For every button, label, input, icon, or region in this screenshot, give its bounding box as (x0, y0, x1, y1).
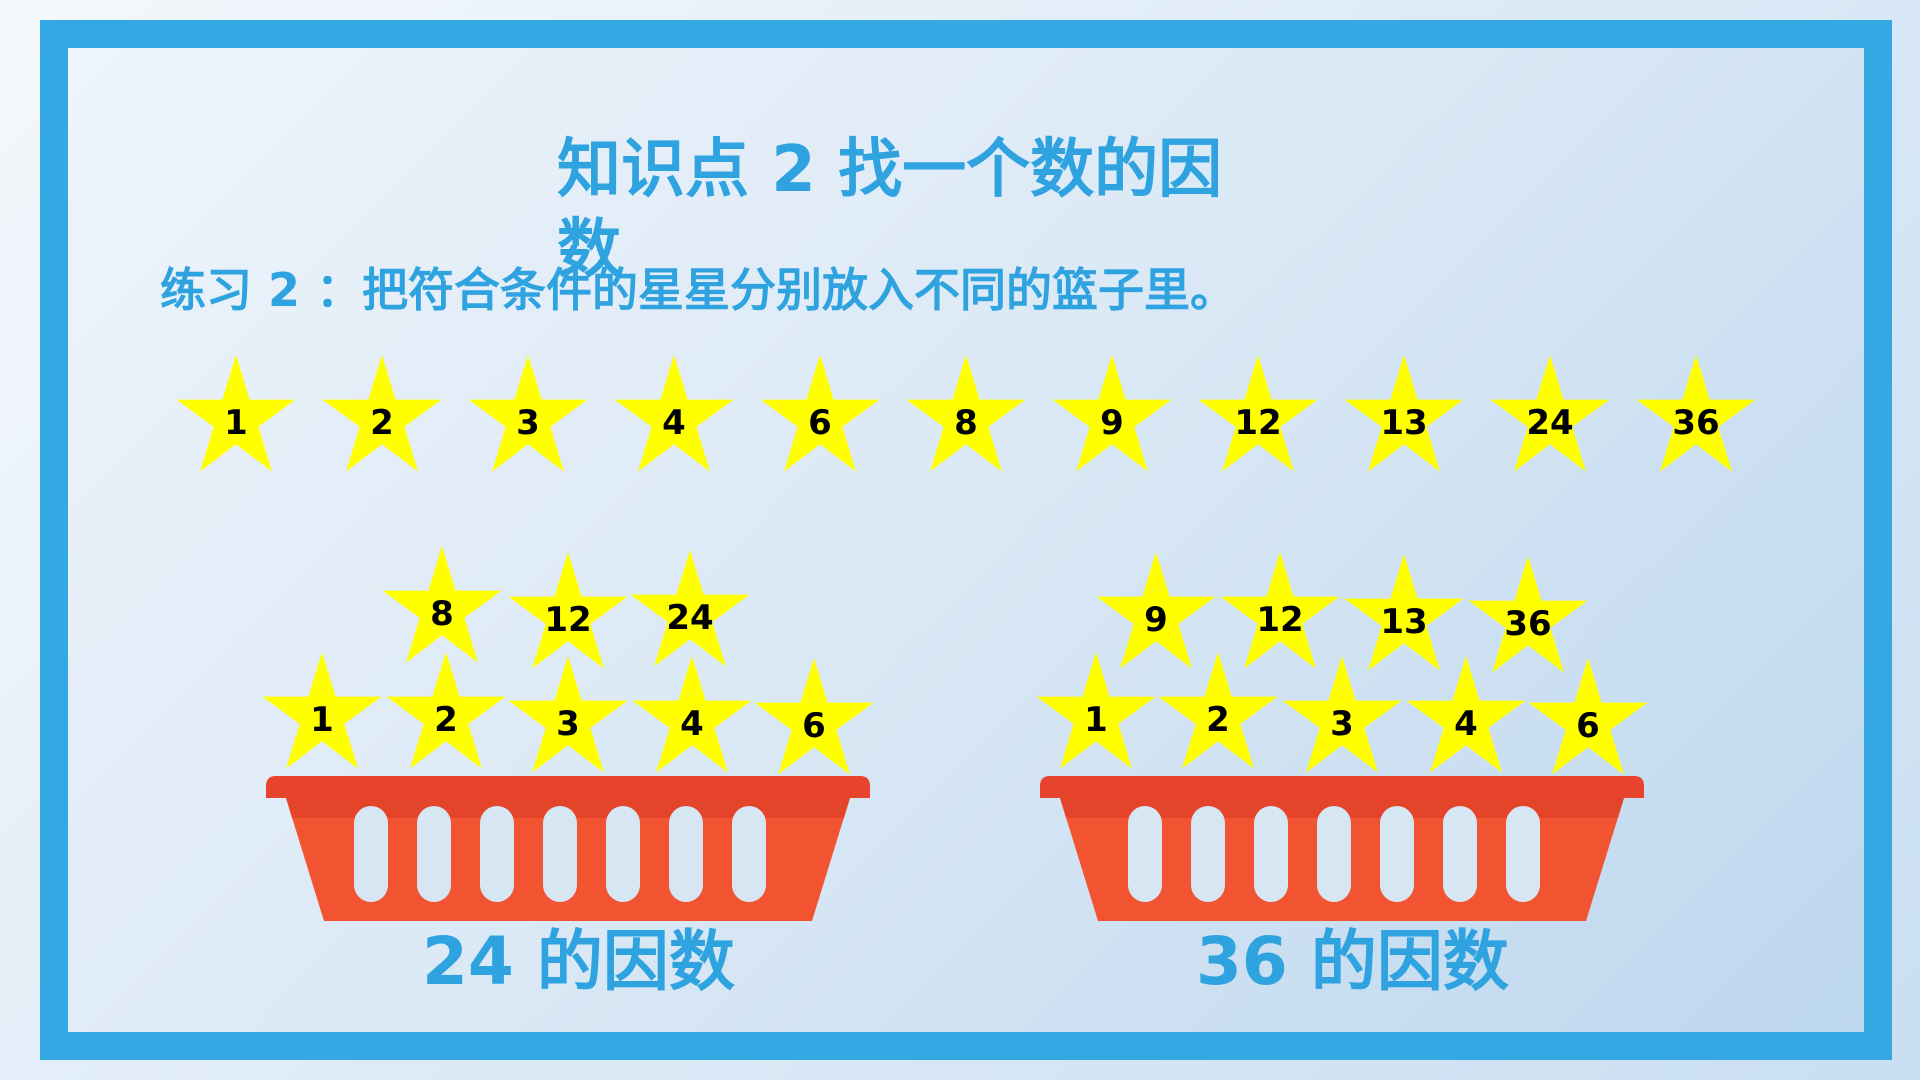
star-number: 12 (1256, 600, 1304, 640)
star-number: 12 (544, 600, 592, 640)
star-item[interactable]: 13 (1342, 355, 1466, 479)
star-number: 2 (1206, 700, 1230, 740)
star-number: 6 (808, 403, 832, 443)
star-item[interactable]: 1 (174, 355, 298, 479)
basket-36-star[interactable]: 9 (1094, 552, 1218, 676)
star-number: 6 (1576, 706, 1600, 746)
basket-24-star[interactable]: 12 (506, 552, 630, 676)
star-number: 6 (802, 706, 826, 746)
basket-36-star[interactable]: 12 (1218, 552, 1342, 676)
star-number: 1 (1084, 700, 1108, 740)
star-number: 3 (556, 704, 580, 744)
basket-24[interactable] (266, 776, 870, 926)
star-number: 1 (310, 700, 334, 740)
basket-24-star[interactable]: 24 (628, 550, 752, 674)
star-number: 9 (1100, 403, 1124, 443)
basket-36-star[interactable]: 1 (1034, 652, 1158, 776)
basket-36-star[interactable]: 13 (1342, 554, 1466, 678)
slide-title: 知识点 2 找一个数的因数 (557, 133, 1223, 287)
star-number: 36 (1672, 403, 1720, 443)
basket-36[interactable] (1040, 776, 1644, 926)
basket-24-label: 24 的因数 (422, 923, 735, 1000)
star-item[interactable]: 12 (1196, 355, 1320, 479)
star-number: 8 (430, 594, 454, 634)
star-number: 24 (1526, 403, 1574, 443)
basket-24-star[interactable]: 1 (260, 652, 384, 776)
star-number: 3 (516, 403, 540, 443)
basket-36-label: 36 的因数 (1196, 923, 1509, 1000)
star-number: 2 (370, 403, 394, 443)
instruction-text: 练习 2 ：把符合条件的星星分别放入不同的篮子里。 (160, 263, 1237, 317)
star-number: 4 (662, 403, 686, 443)
star-item[interactable]: 24 (1488, 355, 1612, 479)
basket-24-star[interactable]: 6 (752, 658, 876, 782)
basket-icon (1040, 776, 1644, 921)
basket-36-star[interactable]: 2 (1156, 652, 1280, 776)
star-item[interactable]: 3 (466, 355, 590, 479)
star-number: 4 (680, 704, 704, 744)
basket-24-star[interactable]: 3 (506, 656, 630, 780)
basket-24-star[interactable]: 2 (384, 652, 508, 776)
star-number: 4 (1454, 704, 1478, 744)
star-number: 8 (954, 403, 978, 443)
star-item[interactable]: 8 (904, 355, 1028, 479)
star-number: 12 (1234, 403, 1282, 443)
star-number: 13 (1380, 403, 1428, 443)
star-item[interactable]: 4 (612, 355, 736, 479)
basket-24-star[interactable]: 8 (380, 546, 504, 670)
star-number: 13 (1380, 602, 1428, 642)
star-number: 9 (1144, 600, 1168, 640)
star-number: 36 (1504, 604, 1552, 644)
star-item[interactable]: 9 (1050, 355, 1174, 479)
basket-36-star[interactable]: 4 (1404, 656, 1528, 780)
star-number: 2 (434, 700, 458, 740)
basket-icon (266, 776, 870, 921)
basket-36-star[interactable]: 3 (1280, 656, 1404, 780)
star-number: 1 (224, 403, 248, 443)
basket-36-star[interactable]: 36 (1466, 556, 1590, 680)
star-number: 3 (1330, 704, 1354, 744)
basket-24-star[interactable]: 4 (630, 656, 754, 780)
star-item[interactable]: 36 (1634, 355, 1758, 479)
star-item[interactable]: 2 (320, 355, 444, 479)
star-number: 24 (666, 598, 714, 638)
star-item[interactable]: 6 (758, 355, 882, 479)
basket-36-star[interactable]: 6 (1526, 658, 1650, 782)
